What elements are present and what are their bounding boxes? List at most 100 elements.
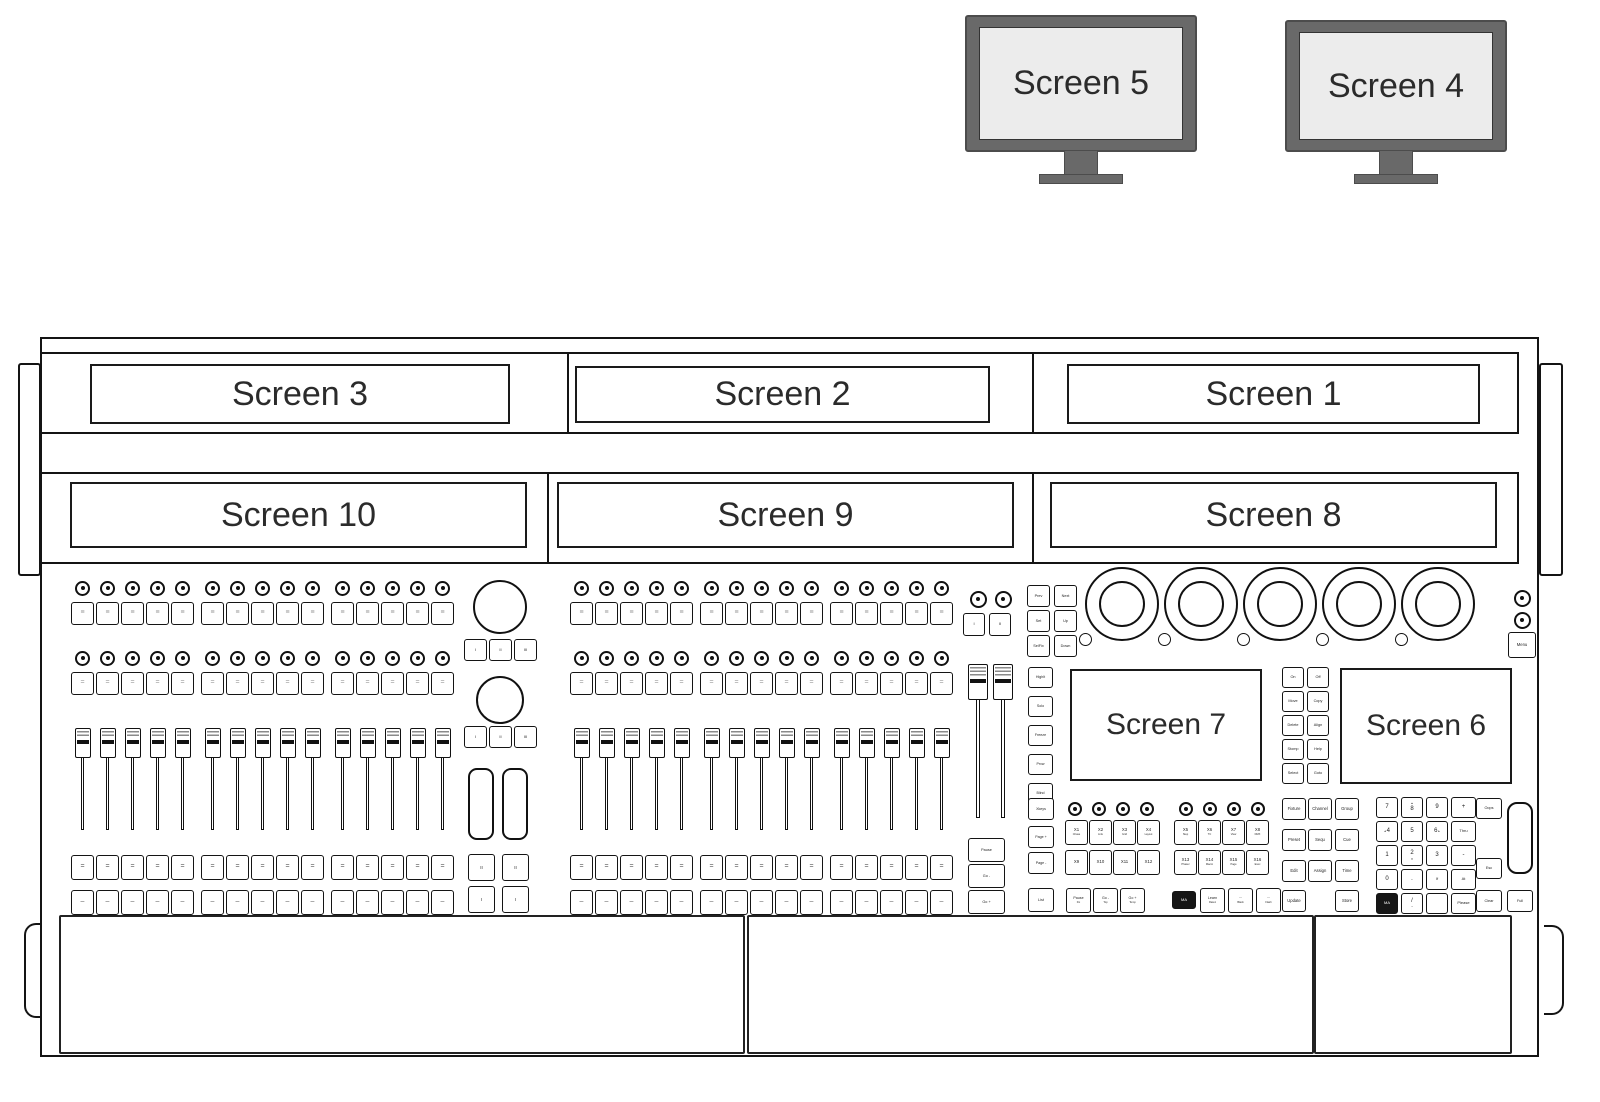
exec-knob-key[interactable]: =: [96, 672, 119, 695]
exec-key-lower[interactable]: –: [905, 890, 928, 915]
exec-knob-key[interactable]: =: [331, 672, 354, 695]
exec-key-lower[interactable]: –: [775, 890, 798, 915]
x-knob[interactable]: [1092, 802, 1106, 816]
exec-encoder-knob[interactable]: [360, 580, 375, 596]
fader-cap[interactable]: [703, 728, 720, 758]
exec-key-lower[interactable]: –: [146, 890, 169, 915]
exec-key-lower[interactable]: –: [356, 890, 379, 915]
exec-knob-key[interactable]: =: [595, 672, 618, 695]
exec-key-lower[interactable]: –: [620, 890, 643, 915]
numpad-key[interactable]: 6▸: [1426, 821, 1448, 842]
exec-fader[interactable]: [149, 728, 166, 830]
command-key[interactable]: Group: [1335, 798, 1359, 820]
exec-key-upper[interactable]: =: [855, 855, 878, 880]
exec-knob-key[interactable]: =: [356, 672, 379, 695]
nav-key[interactable]: Set: [1027, 610, 1050, 632]
command-key[interactable]: Update: [1282, 890, 1306, 912]
wheel-key[interactable]: III: [514, 726, 537, 748]
fader-cap[interactable]: [933, 728, 950, 758]
exec-key-lower[interactable]: –: [700, 890, 723, 915]
exec-key-lower[interactable]: –: [201, 890, 224, 915]
command-key[interactable]: Edit: [1282, 860, 1306, 882]
fader-cap[interactable]: [598, 728, 615, 758]
exec-fader[interactable]: [99, 728, 116, 830]
exec-key-lower[interactable]: –: [570, 890, 593, 915]
x-knob[interactable]: [1116, 802, 1130, 816]
exec-knob-key[interactable]: ≡: [930, 602, 953, 625]
exec-encoder-knob[interactable]: [280, 650, 295, 666]
exec-key-upper[interactable]: =: [406, 855, 429, 880]
fader-cap[interactable]: [968, 664, 988, 700]
exec-knob-key[interactable]: =: [146, 672, 169, 695]
exec-knob-key[interactable]: ≡: [146, 602, 169, 625]
fader-cap[interactable]: [673, 728, 690, 758]
exec-encoder-knob[interactable]: [649, 580, 664, 596]
command-key[interactable]: Goto: [1307, 763, 1329, 784]
x-knob[interactable]: [1251, 802, 1265, 816]
exec-key-lower[interactable]: –: [830, 890, 853, 915]
command-key[interactable]: Delete: [1282, 715, 1304, 736]
exec-key-lower[interactable]: –: [645, 890, 668, 915]
wheel-key[interactable]: III: [514, 639, 537, 661]
exec-encoder-knob[interactable]: [410, 580, 425, 596]
screen-7[interactable]: Screen 7: [1070, 669, 1262, 781]
command-key[interactable]: Time: [1335, 860, 1359, 882]
fader-cap[interactable]: [728, 728, 745, 758]
exec-encoder-knob[interactable]: [305, 580, 320, 596]
exec-key-lower[interactable]: –: [301, 890, 324, 915]
exec-encoder-knob[interactable]: [280, 580, 295, 596]
fader-cap[interactable]: [254, 728, 271, 758]
x-knob[interactable]: [1068, 802, 1082, 816]
exec-key-upper[interactable]: =: [830, 855, 853, 880]
exec-encoder-knob[interactable]: [255, 580, 270, 596]
fader-cap[interactable]: [908, 728, 925, 758]
exec-knob-key[interactable]: ≡: [331, 602, 354, 625]
exec-key-lower[interactable]: –: [381, 890, 404, 915]
playback-key[interactable]: ···Black: [1228, 888, 1253, 913]
exec-knob-key[interactable]: ≡: [431, 602, 454, 625]
fader-cap[interactable]: [359, 728, 376, 758]
exec-fader[interactable]: [623, 728, 640, 830]
jog-wheel[interactable]: [473, 580, 527, 634]
xkeys-key[interactable]: List: [1028, 888, 1054, 912]
nav-key[interactable]: Up: [1054, 610, 1077, 632]
exec-encoder-knob[interactable]: [335, 650, 350, 666]
exec-key-upper[interactable]: =: [880, 855, 903, 880]
exec-knob-key[interactable]: =: [645, 672, 668, 695]
exec-knob-key[interactable]: =: [880, 672, 903, 695]
menu-key[interactable]: Menu: [1508, 632, 1536, 658]
exec-knob-key[interactable]: ≡: [171, 602, 194, 625]
exec-encoder-knob[interactable]: [909, 580, 924, 596]
numpad-key[interactable]: MA: [1376, 893, 1398, 914]
playback-key[interactable]: Go +Temp: [1120, 888, 1145, 913]
fader-cap[interactable]: [753, 728, 770, 758]
dual-encoder[interactable]: [1322, 567, 1396, 641]
exec-encoder-knob[interactable]: [884, 650, 899, 666]
exec-knob-key[interactable]: =: [700, 672, 723, 695]
exec-knob-key[interactable]: =: [71, 672, 94, 695]
fader-cap[interactable]: [858, 728, 875, 758]
exec-knob-key[interactable]: ≡: [725, 602, 748, 625]
exec-key-upper[interactable]: =: [381, 855, 404, 880]
numpad-key[interactable]: 3: [1426, 845, 1448, 866]
command-key[interactable]: Align: [1307, 715, 1329, 736]
exec-key-lower[interactable]: –: [750, 890, 773, 915]
numpad-key[interactable]: 2▾: [1401, 845, 1423, 866]
command-key[interactable]: Cue: [1335, 829, 1359, 851]
exec-key-upper[interactable]: =: [251, 855, 274, 880]
exec-key-upper[interactable]: =: [570, 855, 593, 880]
exec-key-upper[interactable]: =: [171, 855, 194, 880]
exec-key-upper[interactable]: =: [356, 855, 379, 880]
encoder-button[interactable]: [1078, 632, 1092, 646]
exec-key-lower[interactable]: –: [406, 890, 429, 915]
fader-cap[interactable]: [229, 728, 246, 758]
exec-fader[interactable]: [908, 728, 925, 830]
exec-key-upper[interactable]: =: [725, 855, 748, 880]
numpad-key[interactable]: ▴8: [1401, 797, 1423, 818]
exec-key-lower[interactable]: –: [431, 890, 454, 915]
exec-knob-key[interactable]: ≡: [855, 602, 878, 625]
